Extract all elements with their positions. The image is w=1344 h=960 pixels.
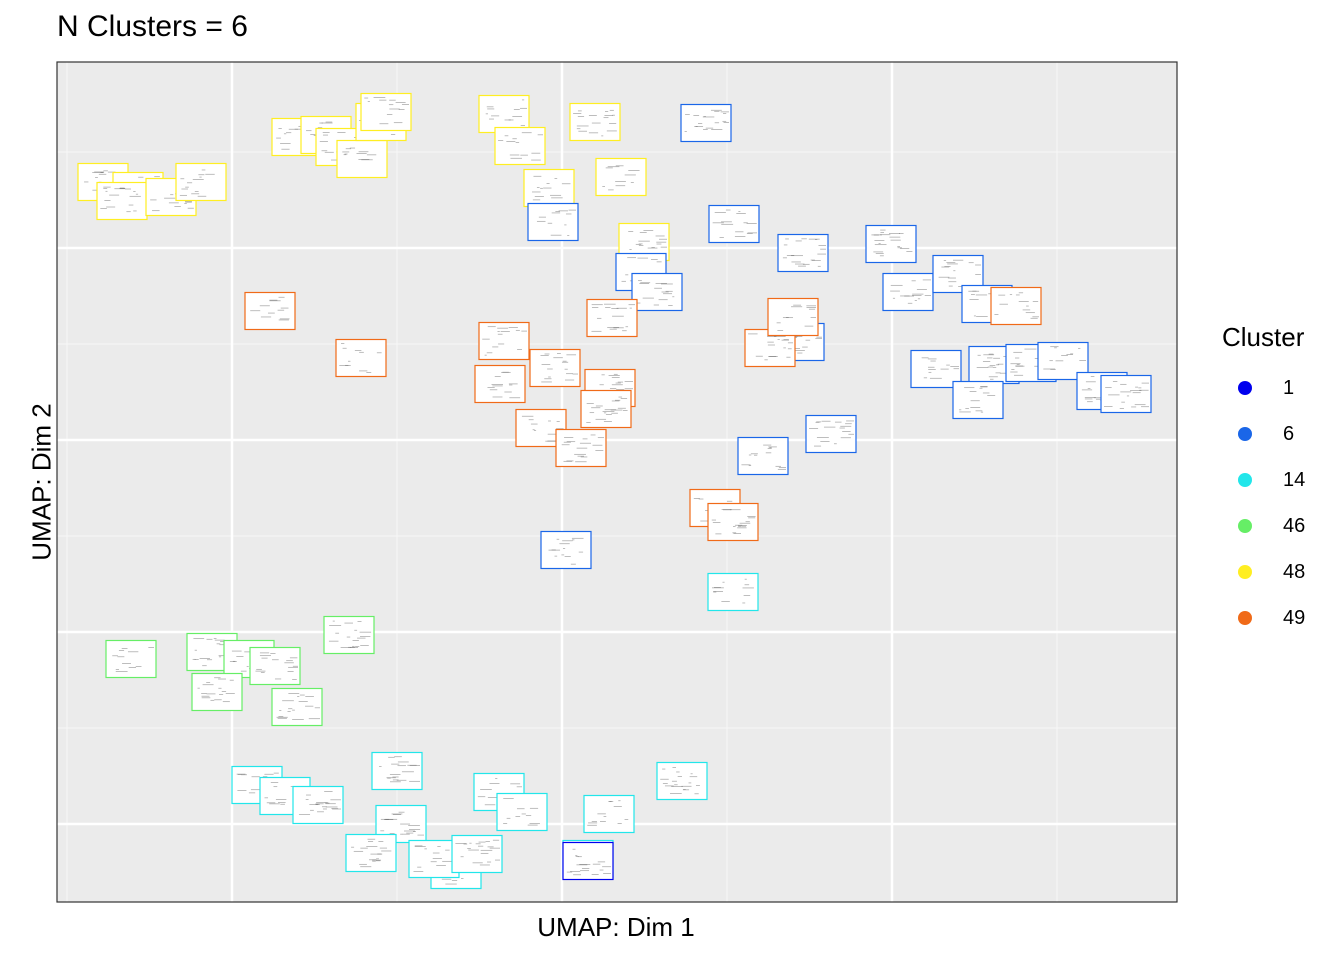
cluster-6-thumbnail bbox=[805, 414, 857, 454]
cluster-14-thumbnail bbox=[408, 839, 460, 879]
cluster-48-thumbnail bbox=[595, 157, 647, 197]
cluster-48-thumbnail bbox=[569, 102, 621, 142]
cluster-6-thumbnail bbox=[737, 436, 789, 476]
cluster-6-thumbnail bbox=[1100, 374, 1152, 414]
cluster-6-thumbnail bbox=[777, 233, 829, 273]
legend-label: 46 bbox=[1283, 514, 1306, 537]
cluster-14-thumbnail bbox=[656, 761, 708, 801]
cluster-49-thumbnail bbox=[586, 298, 638, 338]
legend-item-14: 14 bbox=[1222, 457, 1305, 503]
cluster-48-thumbnail bbox=[175, 162, 227, 202]
legend-item-49: 49 bbox=[1222, 595, 1305, 641]
cluster-49-thumbnail bbox=[478, 321, 530, 361]
cluster-14-thumbnail bbox=[496, 792, 548, 832]
cluster-49-thumbnail bbox=[767, 297, 819, 337]
cluster-49-thumbnail bbox=[474, 364, 526, 404]
cluster-48-thumbnail bbox=[523, 168, 575, 208]
cluster-14-thumbnail bbox=[451, 834, 503, 874]
cluster-6-thumbnail bbox=[680, 103, 732, 143]
cluster-49-thumbnail bbox=[244, 291, 296, 331]
cluster-6-thumbnail bbox=[1037, 341, 1089, 381]
grid-minor bbox=[57, 62, 1177, 902]
x-axis-label: UMAP: Dim 1 bbox=[537, 912, 695, 942]
cluster-49-thumbnail bbox=[335, 338, 387, 378]
legend-swatch bbox=[1238, 381, 1252, 395]
thumbnail-points bbox=[77, 92, 1152, 890]
cluster-14-thumbnail bbox=[707, 572, 759, 612]
cluster-14-thumbnail bbox=[375, 804, 427, 844]
legend: Cluster 1 6 14 46 48 49 bbox=[1222, 322, 1305, 641]
cluster-6-thumbnail bbox=[540, 530, 592, 570]
cluster-49-thumbnail bbox=[707, 502, 759, 542]
cluster-48-thumbnail bbox=[494, 126, 546, 166]
cluster-14-thumbnail bbox=[345, 833, 397, 873]
legend-label: 6 bbox=[1283, 422, 1295, 445]
cluster-6-thumbnail bbox=[952, 380, 1004, 420]
cluster-49-thumbnail bbox=[580, 389, 632, 429]
legend-item-46: 46 bbox=[1222, 503, 1305, 549]
cluster-48-thumbnail bbox=[478, 94, 530, 134]
plot-background bbox=[57, 62, 1177, 902]
cluster-46-thumbnail bbox=[271, 687, 323, 727]
cluster-46-thumbnail bbox=[105, 639, 157, 679]
cluster-14-thumbnail bbox=[583, 794, 635, 834]
legend-label: 48 bbox=[1283, 560, 1306, 583]
cluster-6-thumbnail bbox=[527, 202, 579, 242]
legend-label: 14 bbox=[1283, 468, 1306, 491]
legend-swatch bbox=[1238, 427, 1252, 441]
cluster-14-thumbnail bbox=[292, 785, 344, 825]
legend-swatch bbox=[1238, 519, 1252, 533]
cluster-49-thumbnail bbox=[555, 428, 607, 468]
cluster-6-thumbnail bbox=[708, 204, 760, 244]
legend-swatch bbox=[1238, 565, 1252, 579]
legend-swatch bbox=[1238, 611, 1252, 625]
legend-item-6: 6 bbox=[1222, 411, 1305, 457]
legend-label: 49 bbox=[1283, 606, 1306, 629]
cluster-48-thumbnail bbox=[336, 139, 388, 179]
cluster-6-thumbnail bbox=[631, 272, 683, 312]
cluster-48-thumbnail bbox=[360, 92, 412, 132]
y-axis-label: UMAP: Dim 2 bbox=[26, 403, 57, 561]
cluster-1-thumbnail bbox=[562, 841, 614, 881]
cluster-6-thumbnail bbox=[865, 224, 917, 264]
cluster-49-thumbnail bbox=[990, 286, 1042, 326]
legend-label: 1 bbox=[1283, 376, 1295, 399]
cluster-46-thumbnail bbox=[249, 646, 301, 686]
legend-item-48: 48 bbox=[1222, 549, 1305, 595]
legend-swatch bbox=[1238, 473, 1252, 487]
cluster-46-thumbnail bbox=[191, 672, 243, 712]
chart-title: N Clusters = 6 bbox=[57, 10, 248, 43]
cluster-49-thumbnail bbox=[529, 348, 581, 388]
legend-title: Cluster bbox=[1222, 322, 1305, 352]
cluster-6-thumbnail bbox=[882, 272, 934, 312]
cluster-14-thumbnail bbox=[371, 751, 423, 791]
cluster-46-thumbnail bbox=[323, 615, 375, 655]
cluster-48-thumbnail bbox=[96, 181, 148, 221]
plot-border bbox=[56, 61, 1178, 903]
legend-item-1: 1 bbox=[1222, 365, 1305, 411]
